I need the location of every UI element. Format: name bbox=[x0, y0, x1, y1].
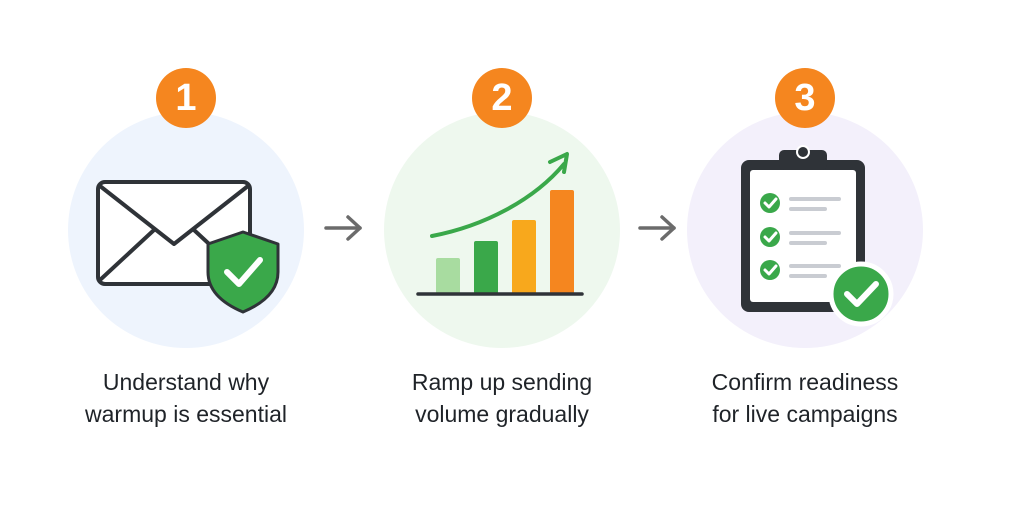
step-1: 1 Understand why warmup is essential bbox=[36, 0, 336, 512]
envelope-shield-check-icon bbox=[96, 180, 280, 314]
growth-bar-chart-icon bbox=[416, 152, 584, 296]
step-2-background-circle bbox=[384, 112, 620, 348]
step-2-caption-line-1: Ramp up sending bbox=[411, 369, 593, 395]
step-1-number-badge: 1 bbox=[156, 68, 216, 128]
step-2: 2 Ramp up sending volume gradually bbox=[352, 0, 652, 512]
arrow-right-icon bbox=[324, 215, 362, 241]
step-3-caption-line-1: Confirm readiness bbox=[711, 369, 899, 395]
step-2-caption: Ramp up sending volume gradually bbox=[352, 366, 652, 430]
arrow-right-icon bbox=[638, 215, 676, 241]
step-3-number-badge: 3 bbox=[775, 68, 835, 128]
step-3-caption-line-2: for live campaigns bbox=[712, 401, 898, 427]
step-2-number-badge: 2 bbox=[472, 68, 532, 128]
step-1-caption: Understand why warmup is essential bbox=[36, 366, 336, 430]
clipboard-checklist-icon bbox=[741, 145, 894, 327]
step-1-caption-line-2: warmup is essential bbox=[85, 401, 287, 427]
step-3-caption: Confirm readiness for live campaigns bbox=[655, 366, 955, 430]
step-3: 3 Confirm readiness bbox=[655, 0, 955, 512]
step-2-caption-line-2: volume gradually bbox=[415, 401, 589, 427]
step-1-caption-line-1: Understand why bbox=[102, 369, 270, 395]
